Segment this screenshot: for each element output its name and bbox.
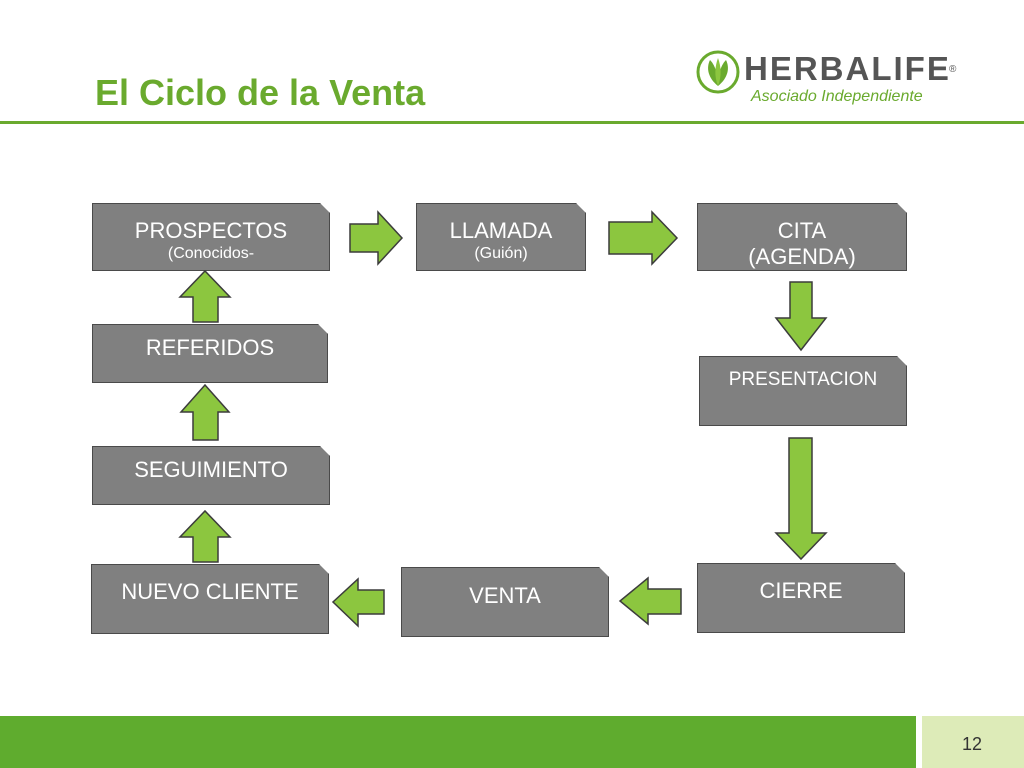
node-cierre: CIERRE	[697, 563, 905, 633]
node-seguimiento-label: SEGUIMIENTO	[134, 457, 288, 482]
node-llamada-sublabel: (Guión)	[474, 245, 528, 262]
arrow-llamada-to-cita	[608, 210, 679, 266]
node-prospectos-label: PROSPECTOS	[134, 218, 288, 243]
herbalife-leaf-icon	[696, 50, 740, 94]
node-llamada-label: LLAMADA	[449, 218, 553, 243]
slide-title: El Ciclo de la Venta	[95, 72, 426, 113]
node-cita: CITA (AGENDA)	[697, 203, 907, 271]
node-nuevo-cliente-label: NUEVO CLIENTE	[121, 579, 299, 604]
node-referidos: REFERIDOS	[92, 324, 328, 383]
title-divider	[0, 121, 1024, 124]
node-prospectos: PROSPECTOS (Conocidos-	[92, 203, 330, 271]
arrow-referidos-to-prospectos	[178, 269, 232, 323]
node-llamada: LLAMADA (Guión)	[416, 203, 586, 271]
node-presentacion: PRESENTACION	[699, 356, 907, 426]
node-cita-label: CITA	[777, 218, 827, 243]
arrow-presentacion-to-cierre	[774, 437, 828, 561]
arrow-cierre-to-venta	[618, 576, 682, 626]
arrow-seguimiento-to-referidos	[179, 383, 231, 441]
herbalife-logo: HERBALIFE ® Asociado Independiente	[696, 46, 966, 108]
node-seguimiento: SEGUIMIENTO	[92, 446, 330, 505]
logo-registered-mark: ®	[949, 64, 957, 75]
page-number: 12	[962, 734, 983, 754]
arrow-cita-to-presentacion	[774, 281, 828, 352]
node-cita-sublabel: (AGENDA)	[748, 244, 856, 269]
arrow-nuevo-cliente-to-seguimiento	[178, 509, 232, 563]
page-number-box	[922, 716, 1024, 768]
logo-wordmark: HERBALIFE	[744, 50, 951, 87]
logo-tagline: Asociado Independiente	[751, 88, 923, 105]
node-nuevo-cliente: NUEVO CLIENTE	[91, 564, 329, 634]
node-cierre-label: CIERRE	[759, 578, 843, 603]
arrow-prospectos-to-llamada	[349, 210, 404, 266]
footer-bar	[0, 716, 916, 768]
node-prospectos-sublabel: (Conocidos-	[167, 245, 255, 262]
arrow-venta-to-nuevo-cliente	[331, 577, 385, 628]
node-referidos-label: REFERIDOS	[145, 335, 275, 360]
node-presentacion-label: PRESENTACION	[728, 369, 878, 390]
node-venta: VENTA	[401, 567, 609, 637]
node-venta-label: VENTA	[469, 583, 541, 608]
